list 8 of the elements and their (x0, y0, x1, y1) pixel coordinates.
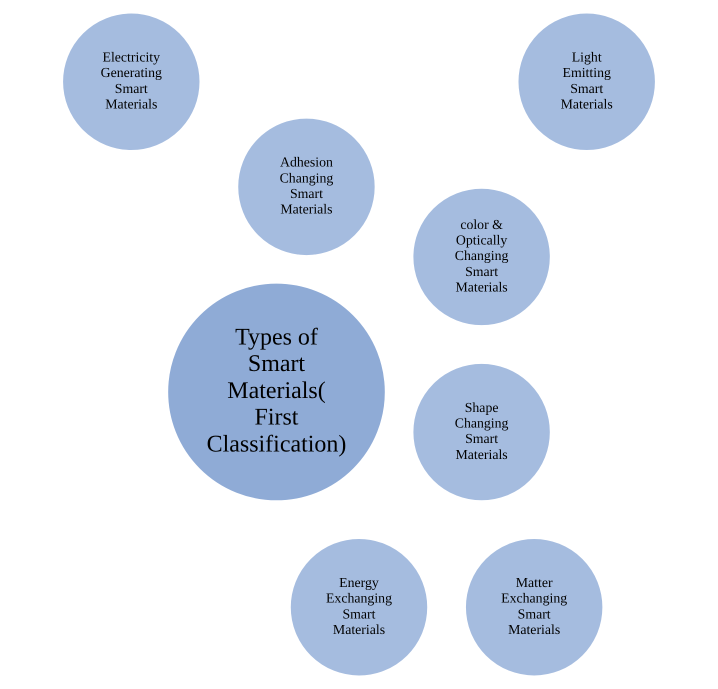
node-circle: color & Optically Changing Smart Materials (410, 186, 553, 328)
node-circle: Adhesion Changing Smart Materials (235, 116, 378, 258)
node-circle: Shape Changing Smart Materials (410, 361, 553, 504)
node-circle: Electricity Generating Smart Materials (60, 10, 202, 153)
node-circle: Light Emitting Smart Materials (516, 10, 658, 153)
node-circle: Energy Exchanging Smart Materials (288, 536, 430, 678)
node-circle: Matter Exchanging Smart Materials (463, 536, 606, 678)
node-circle: Types of Smart Materials( First Classification) (165, 280, 388, 504)
